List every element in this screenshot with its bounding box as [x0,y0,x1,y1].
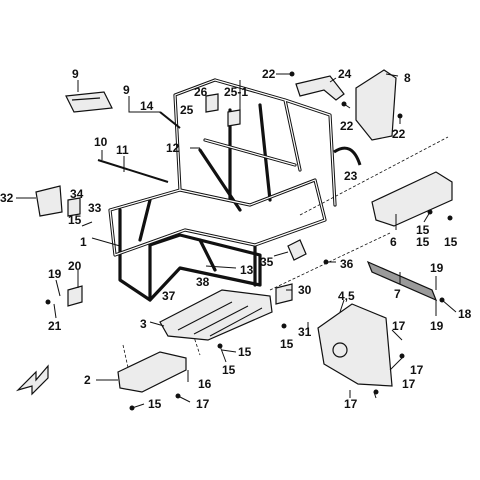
callout-37: 37 [162,289,176,303]
callout-18: 18 [458,307,472,321]
callout-17-b: 17 [410,363,424,377]
bracket-9-part [65,91,113,113]
callout-1: 1 [80,235,87,249]
callout-19-b: 19 [48,267,62,281]
callout-13: 13 [240,263,254,277]
bracket-35-part [287,239,307,261]
callout-4-5: 4,5 [338,289,355,303]
main-frame [108,78,337,302]
rod-10-part [97,159,169,183]
callout-2: 2 [84,373,91,387]
callout-23: 23 [344,169,358,183]
callout-6: 6 [390,235,397,249]
callout-15-d: 15 [416,223,430,237]
callout-15-h: 15 [148,397,162,411]
floor-plate-3-ribs [177,301,263,337]
callout-8: 8 [404,71,411,85]
bracket-30-part [275,283,293,305]
front-direction-arrow-icon [15,364,49,396]
callout-22-b: 22 [340,119,354,133]
rail-7-part [366,260,438,302]
callout-9-b: 9 [123,83,130,97]
callout-35: 35 [260,255,274,269]
callout-19: 19 [430,261,444,275]
reference-lines [122,136,449,391]
callout-34: 34 [70,187,84,201]
bracket-24-part [295,75,345,101]
callout-19-c: 19 [430,319,444,333]
callout-25: 25 [180,103,194,117]
rear-guard-6-part [371,171,453,227]
callout-11: 11 [116,143,129,157]
rod-23-part [333,146,362,166]
bracket-25-part [205,93,219,113]
callout-12: 12 [166,141,180,155]
callout-25-1: 25-1 [224,85,248,99]
callout-17-e: 17 [344,397,358,411]
leader-lines [16,73,457,409]
callout-15-f: 15 [238,345,252,359]
lower-plate-2-part [117,351,187,393]
callout-15-c: 15 [444,235,458,249]
callout-38: 38 [196,275,210,289]
callout-17-a: 17 [392,319,406,333]
skid-plate-8-part [355,69,397,141]
side-guard-4-5-part [317,303,393,387]
callout-22-c: 22 [392,127,406,141]
callout-20: 20 [68,259,82,273]
rod-14-part [159,111,181,129]
callout-15-a: 15 [68,213,82,227]
callout-9: 9 [72,67,79,81]
side-guard-hole [332,342,348,358]
bracket-32-part [35,185,63,217]
callout-10: 10 [94,135,108,149]
callout-22: 22 [262,67,276,81]
callout-24: 24 [338,67,352,81]
callout-36: 36 [340,257,354,271]
callout-15-e: 15 [280,337,294,351]
callout-31: 31 [298,325,312,339]
callout-17-c: 17 [402,377,416,391]
callout-26: 26 [194,85,208,99]
callout-14: 14 [140,99,154,113]
bracket-20-part [67,285,83,307]
callout-33: 33 [88,201,102,215]
callout-32: 32 [0,191,14,205]
callout-15-b: 15 [416,235,430,249]
callout-3: 3 [140,317,147,331]
callout-17-d: 17 [196,397,210,411]
callout-30: 30 [298,283,312,297]
callout-16: 16 [198,377,212,391]
callout-7: 7 [394,287,401,301]
floor-plate-3-part [159,289,273,341]
plate-25-1-part [227,109,241,127]
callout-21: 21 [48,319,62,333]
callout-15-g: 15 [222,363,236,377]
